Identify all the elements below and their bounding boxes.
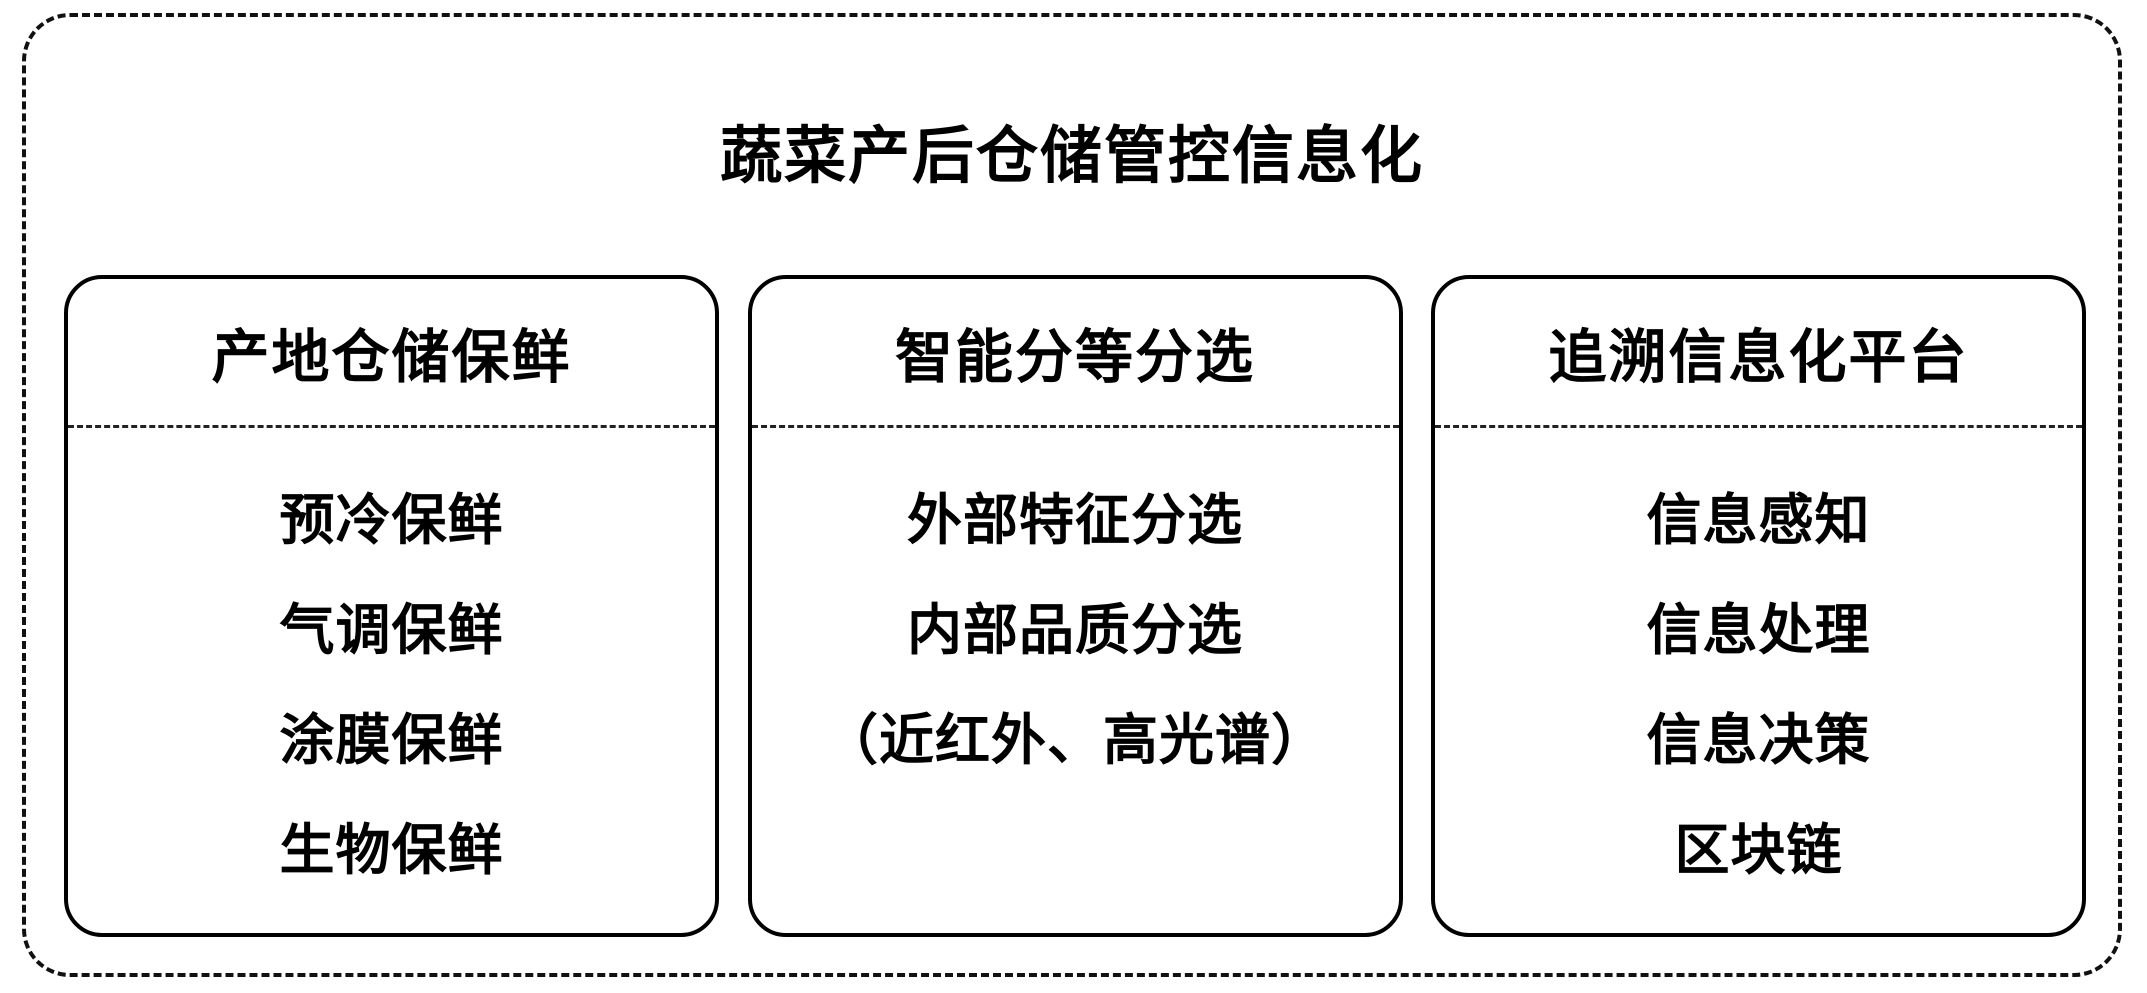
boxes-row: 产地仓储保鲜 预冷保鲜 气调保鲜 涂膜保鲜 生物保鲜 智能分等分选 外部特征分选… bbox=[64, 275, 2086, 937]
list-item: 信息处理 bbox=[1646, 597, 1871, 662]
list-item: 预冷保鲜 bbox=[279, 487, 504, 552]
box-intelligent-grading-sorting: 智能分等分选 外部特征分选 内部品质分选 （近红外、高光谱） bbox=[747, 275, 1403, 937]
box-origin-storage-preservation: 产地仓储保鲜 预冷保鲜 气调保鲜 涂膜保鲜 生物保鲜 bbox=[64, 275, 719, 937]
list-item: 气调保鲜 bbox=[279, 597, 504, 662]
list-item: 区块链 bbox=[1674, 817, 1843, 882]
box-items: 外部特征分选 内部品质分选 （近红外、高光谱） bbox=[752, 428, 1399, 933]
diagram-title: 蔬菜产后仓储管控信息化 bbox=[719, 119, 1424, 192]
box-items: 信息感知 信息处理 信息决策 区块链 bbox=[1435, 428, 2082, 933]
box-divider bbox=[68, 425, 715, 428]
list-item: 涂膜保鲜 bbox=[279, 707, 504, 772]
list-item: 信息感知 bbox=[1646, 487, 1871, 552]
list-item: 外部特征分选 bbox=[906, 487, 1243, 552]
list-item: 生物保鲜 bbox=[279, 817, 504, 882]
diagram-frame: 蔬菜产后仓储管控信息化 产地仓储保鲜 预冷保鲜 气调保鲜 涂膜保鲜 生物保鲜 智… bbox=[22, 13, 2122, 977]
list-item: 内部品质分选 bbox=[906, 597, 1243, 662]
box-divider bbox=[1435, 425, 2082, 428]
list-item: （近红外、高光谱） bbox=[822, 707, 1327, 772]
box-traceability-information-platform: 追溯信息化平台 信息感知 信息处理 信息决策 区块链 bbox=[1431, 275, 2086, 937]
list-item: 信息决策 bbox=[1646, 707, 1871, 772]
box-header-traceability-platform: 追溯信息化平台 bbox=[1548, 323, 1969, 391]
box-items: 预冷保鲜 气调保鲜 涂膜保鲜 生物保鲜 bbox=[68, 428, 715, 933]
box-divider bbox=[751, 425, 1399, 428]
box-header-grading-sorting: 智能分等分选 bbox=[894, 323, 1255, 391]
box-header-origin-storage: 产地仓储保鲜 bbox=[211, 323, 572, 391]
